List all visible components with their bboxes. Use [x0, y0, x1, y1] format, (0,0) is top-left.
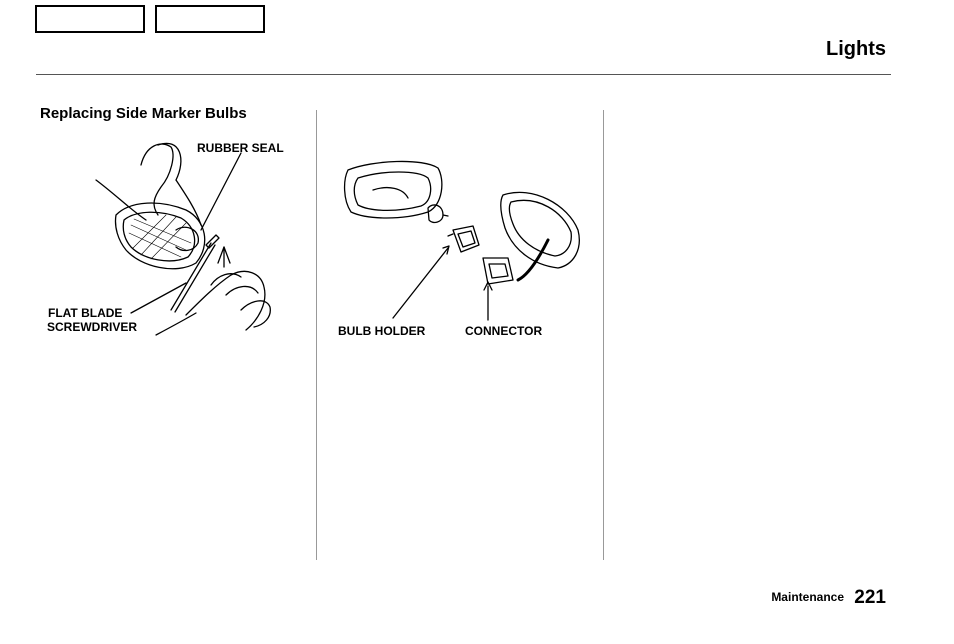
side-marker-removal-illustration	[95, 142, 271, 336]
connector-label: CONNECTOR	[465, 324, 543, 338]
footer-section-name: Maintenance	[771, 590, 844, 604]
bulb-holder-connector-illustration	[343, 160, 580, 321]
bulb-holder-label: BULB HOLDER	[338, 324, 426, 338]
page-title: Lights	[826, 38, 886, 60]
index-nav-button[interactable]	[155, 5, 265, 33]
rubber-seal-label: RUBBER SEAL	[197, 141, 284, 155]
screwdriver-label: SCREWDRIVER	[47, 320, 138, 334]
flat-blade-label: FLAT BLADE	[48, 306, 123, 320]
toc-nav-button[interactable]	[35, 5, 145, 33]
column-divider-left	[316, 110, 317, 560]
column-divider-right	[603, 110, 604, 560]
header-rule	[36, 74, 891, 75]
section-heading: Replacing Side Marker Bulbs	[40, 105, 247, 122]
page-number: 221	[854, 587, 886, 608]
